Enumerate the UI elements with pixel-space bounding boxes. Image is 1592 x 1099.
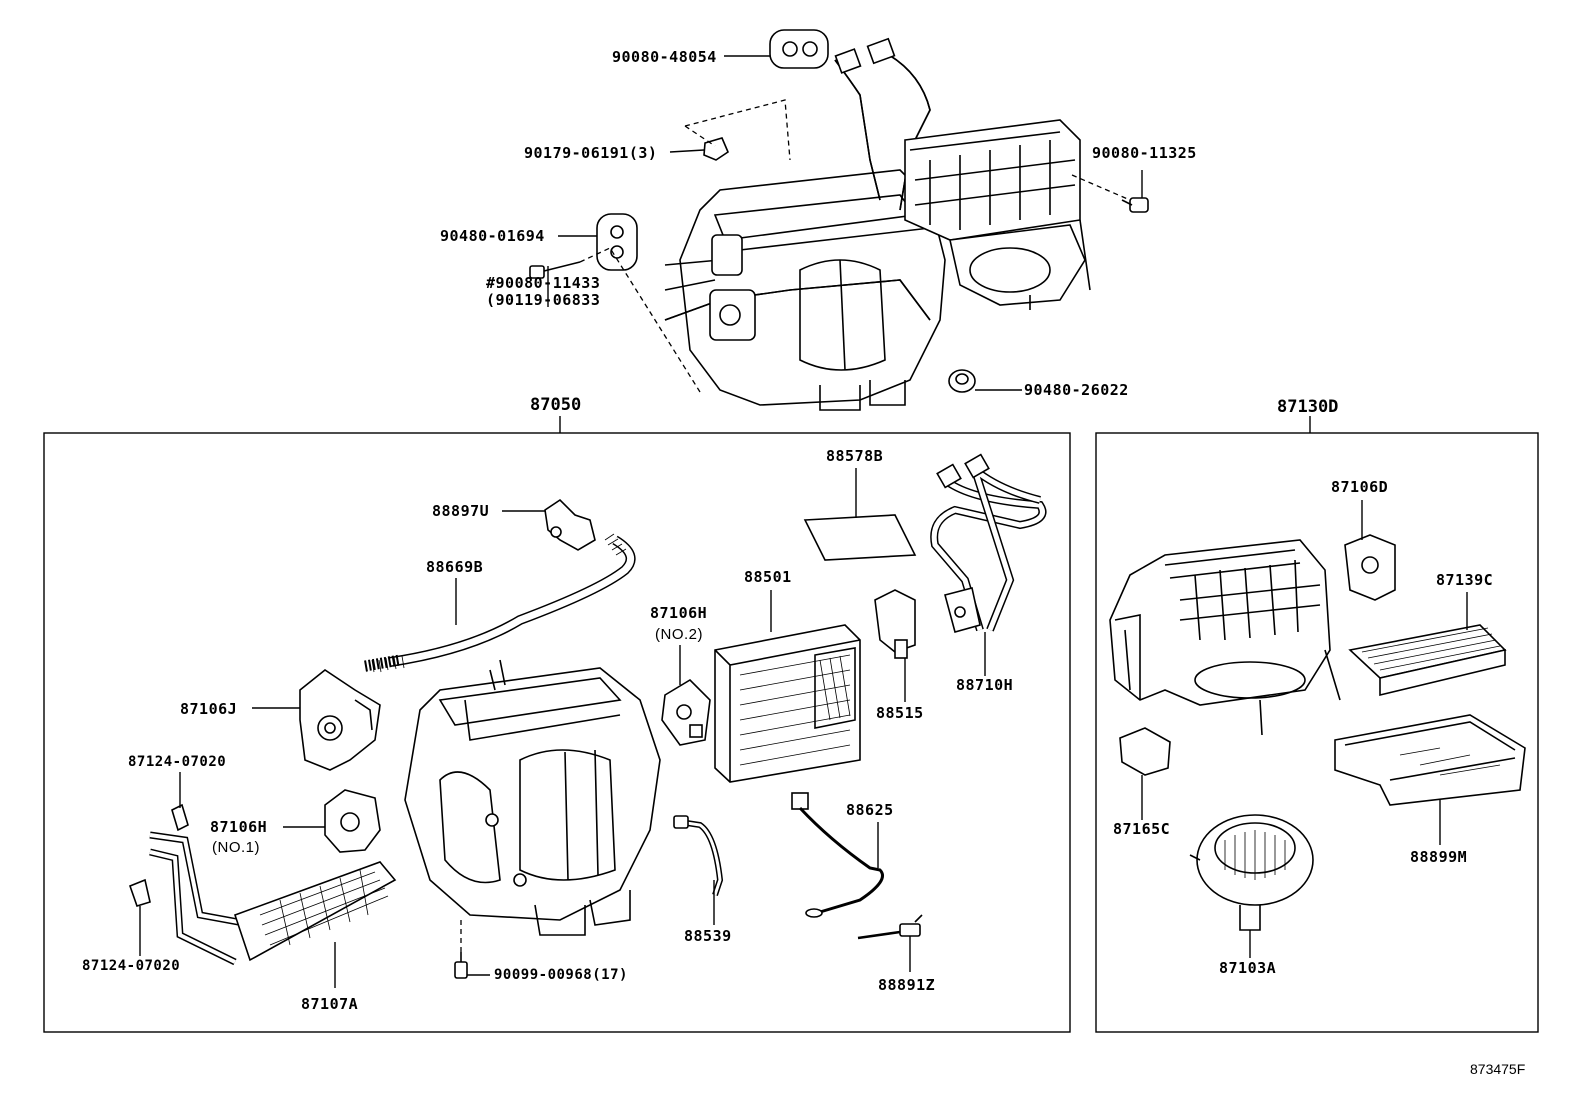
label-87124-07020-a: 87124-07020 [128, 754, 227, 770]
label-90099-00968: 90099-00968(17) [494, 967, 628, 983]
label-88578b: 88578B [826, 447, 884, 465]
grommet-90480-01694 [596, 213, 638, 271]
part-87103a [1189, 814, 1314, 931]
label-87106h-no2: 87106H [650, 604, 708, 622]
part-88897u [544, 498, 596, 551]
label-88625: 88625 [846, 801, 894, 819]
label-88539: 88539 [684, 927, 732, 945]
label-no1: (NO.1) [212, 839, 260, 856]
part-90099-00968 [454, 952, 468, 979]
label-87106j: 87106J [180, 700, 238, 718]
group-label-87050: 87050 [530, 395, 582, 415]
group-frame-87130d [1095, 432, 1539, 1033]
part-88625 [791, 792, 884, 918]
label-90080-11325: 90080-11325 [1092, 144, 1197, 162]
label-87165c: 87165C [1113, 820, 1171, 838]
top-hvac-assembly [664, 37, 1091, 411]
label-88899m: 88899M [1410, 848, 1468, 866]
label-88891z: 88891Z [878, 976, 936, 994]
label-88897u: 88897U [432, 502, 490, 520]
label-88669b: 88669B [426, 558, 484, 576]
label-90119-06833: (90119-06833 [486, 291, 601, 309]
label-87124-07020-b: 87124-07020 [82, 958, 181, 974]
label-90480-26022: 90480-26022 [1024, 381, 1129, 399]
label-90480-01694: 90480-01694 [440, 227, 545, 245]
part-blower-case [1109, 539, 1341, 736]
part-88669b [364, 533, 636, 673]
screw-90080-11325 [1121, 197, 1149, 213]
part-87106h-no1 [324, 789, 381, 853]
part-87106j [299, 669, 381, 771]
label-88710h: 88710H [956, 676, 1014, 694]
label-no2: (NO.2) [655, 626, 703, 643]
label-87103a: 87103A [1219, 959, 1277, 977]
label-90179-06191: 90179-06191(3) [524, 144, 658, 162]
part-heater-case [404, 659, 661, 936]
part-87107a [149, 831, 397, 966]
clip-90179-06191 [703, 137, 729, 161]
diagram-reference-code: 873475F [1470, 1061, 1526, 1077]
part-88515 [874, 589, 916, 659]
part-88578b [803, 514, 917, 561]
part-87106d [1344, 534, 1396, 601]
grommet-90080-48054 [769, 29, 829, 69]
part-88501 [714, 624, 861, 783]
label-87107a: 87107A [301, 995, 359, 1013]
plug-90480-26022 [948, 369, 976, 393]
part-87165c [1119, 727, 1171, 776]
label-87139c: 87139C [1436, 571, 1494, 589]
label-90080-48054: 90080-48054 [612, 48, 717, 66]
part-88539 [673, 815, 724, 896]
group-label-87130d: 87130D [1277, 397, 1339, 417]
group-frame-87050 [43, 432, 1071, 1033]
screw-90080-11433 [529, 261, 581, 279]
part-87139c [1348, 624, 1507, 697]
part-88899m [1334, 714, 1526, 806]
label-87106d: 87106D [1331, 478, 1389, 496]
label-88515: 88515 [876, 704, 924, 722]
label-87106h-no1: 87106H [210, 818, 268, 836]
part-87106h-no2 [661, 678, 711, 746]
part-87124-07020-a [171, 803, 189, 832]
label-88501: 88501 [744, 568, 792, 586]
part-88710h [930, 453, 1047, 633]
label-90080-11433: #90080-11433 [486, 274, 601, 292]
part-88891z [857, 914, 923, 940]
part-87124-07020-b [128, 878, 151, 907]
